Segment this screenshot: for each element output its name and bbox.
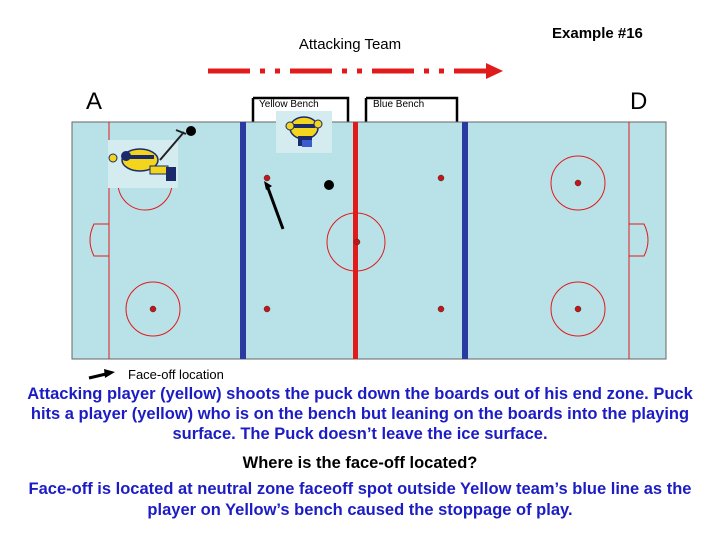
zone-label-d: D <box>630 88 648 115</box>
yellow-bench-player-icon <box>276 111 332 153</box>
blue-line-left <box>240 122 246 359</box>
neutral-spot-left-top <box>263 174 271 182</box>
faceoff-location-label: Face-off location <box>128 367 224 382</box>
faceoff-circle-right-top <box>550 155 606 211</box>
yellow-bench <box>251 96 350 122</box>
yellow-player-icon <box>108 129 187 188</box>
scenario-answer: Face-off is located at neutral zone face… <box>28 480 692 519</box>
blue-bench-label: Blue Bench <box>373 99 425 110</box>
zone-label-a: A <box>86 88 103 115</box>
puck-end <box>324 180 334 190</box>
neutral-spot-right-top <box>437 174 445 182</box>
faceoff-location-marker <box>264 181 285 230</box>
example-number: Example #16 <box>552 25 643 42</box>
scenario-question: Where is the face-off located? <box>242 454 478 472</box>
faceoff-spot-right-bottom <box>574 305 582 313</box>
attacking-team-title: Attacking Team <box>298 36 402 53</box>
neutral-spot-right-bottom <box>437 305 445 313</box>
scenario-description: Attacking player (yellow) shoots the puc… <box>27 385 693 443</box>
blue-line-right <box>462 122 468 359</box>
center-circle <box>326 212 386 272</box>
faceoff-spot-right-top <box>574 179 582 187</box>
legend-faceoff-arrow <box>88 369 115 380</box>
net-left <box>89 223 109 257</box>
center-faceoff-spot <box>353 238 361 246</box>
blue-bench <box>364 96 459 122</box>
faceoff-circle-right-bottom <box>550 281 606 337</box>
net-right <box>629 223 649 257</box>
faceoff-spot-left-bottom <box>149 305 157 313</box>
attack-direction-arrow <box>208 63 503 79</box>
neutral-spot-left-bottom <box>263 305 271 313</box>
yellow-bench-label: Yellow Bench <box>259 99 319 110</box>
puck-start <box>186 126 196 136</box>
faceoff-circle-left-bottom <box>125 281 181 337</box>
